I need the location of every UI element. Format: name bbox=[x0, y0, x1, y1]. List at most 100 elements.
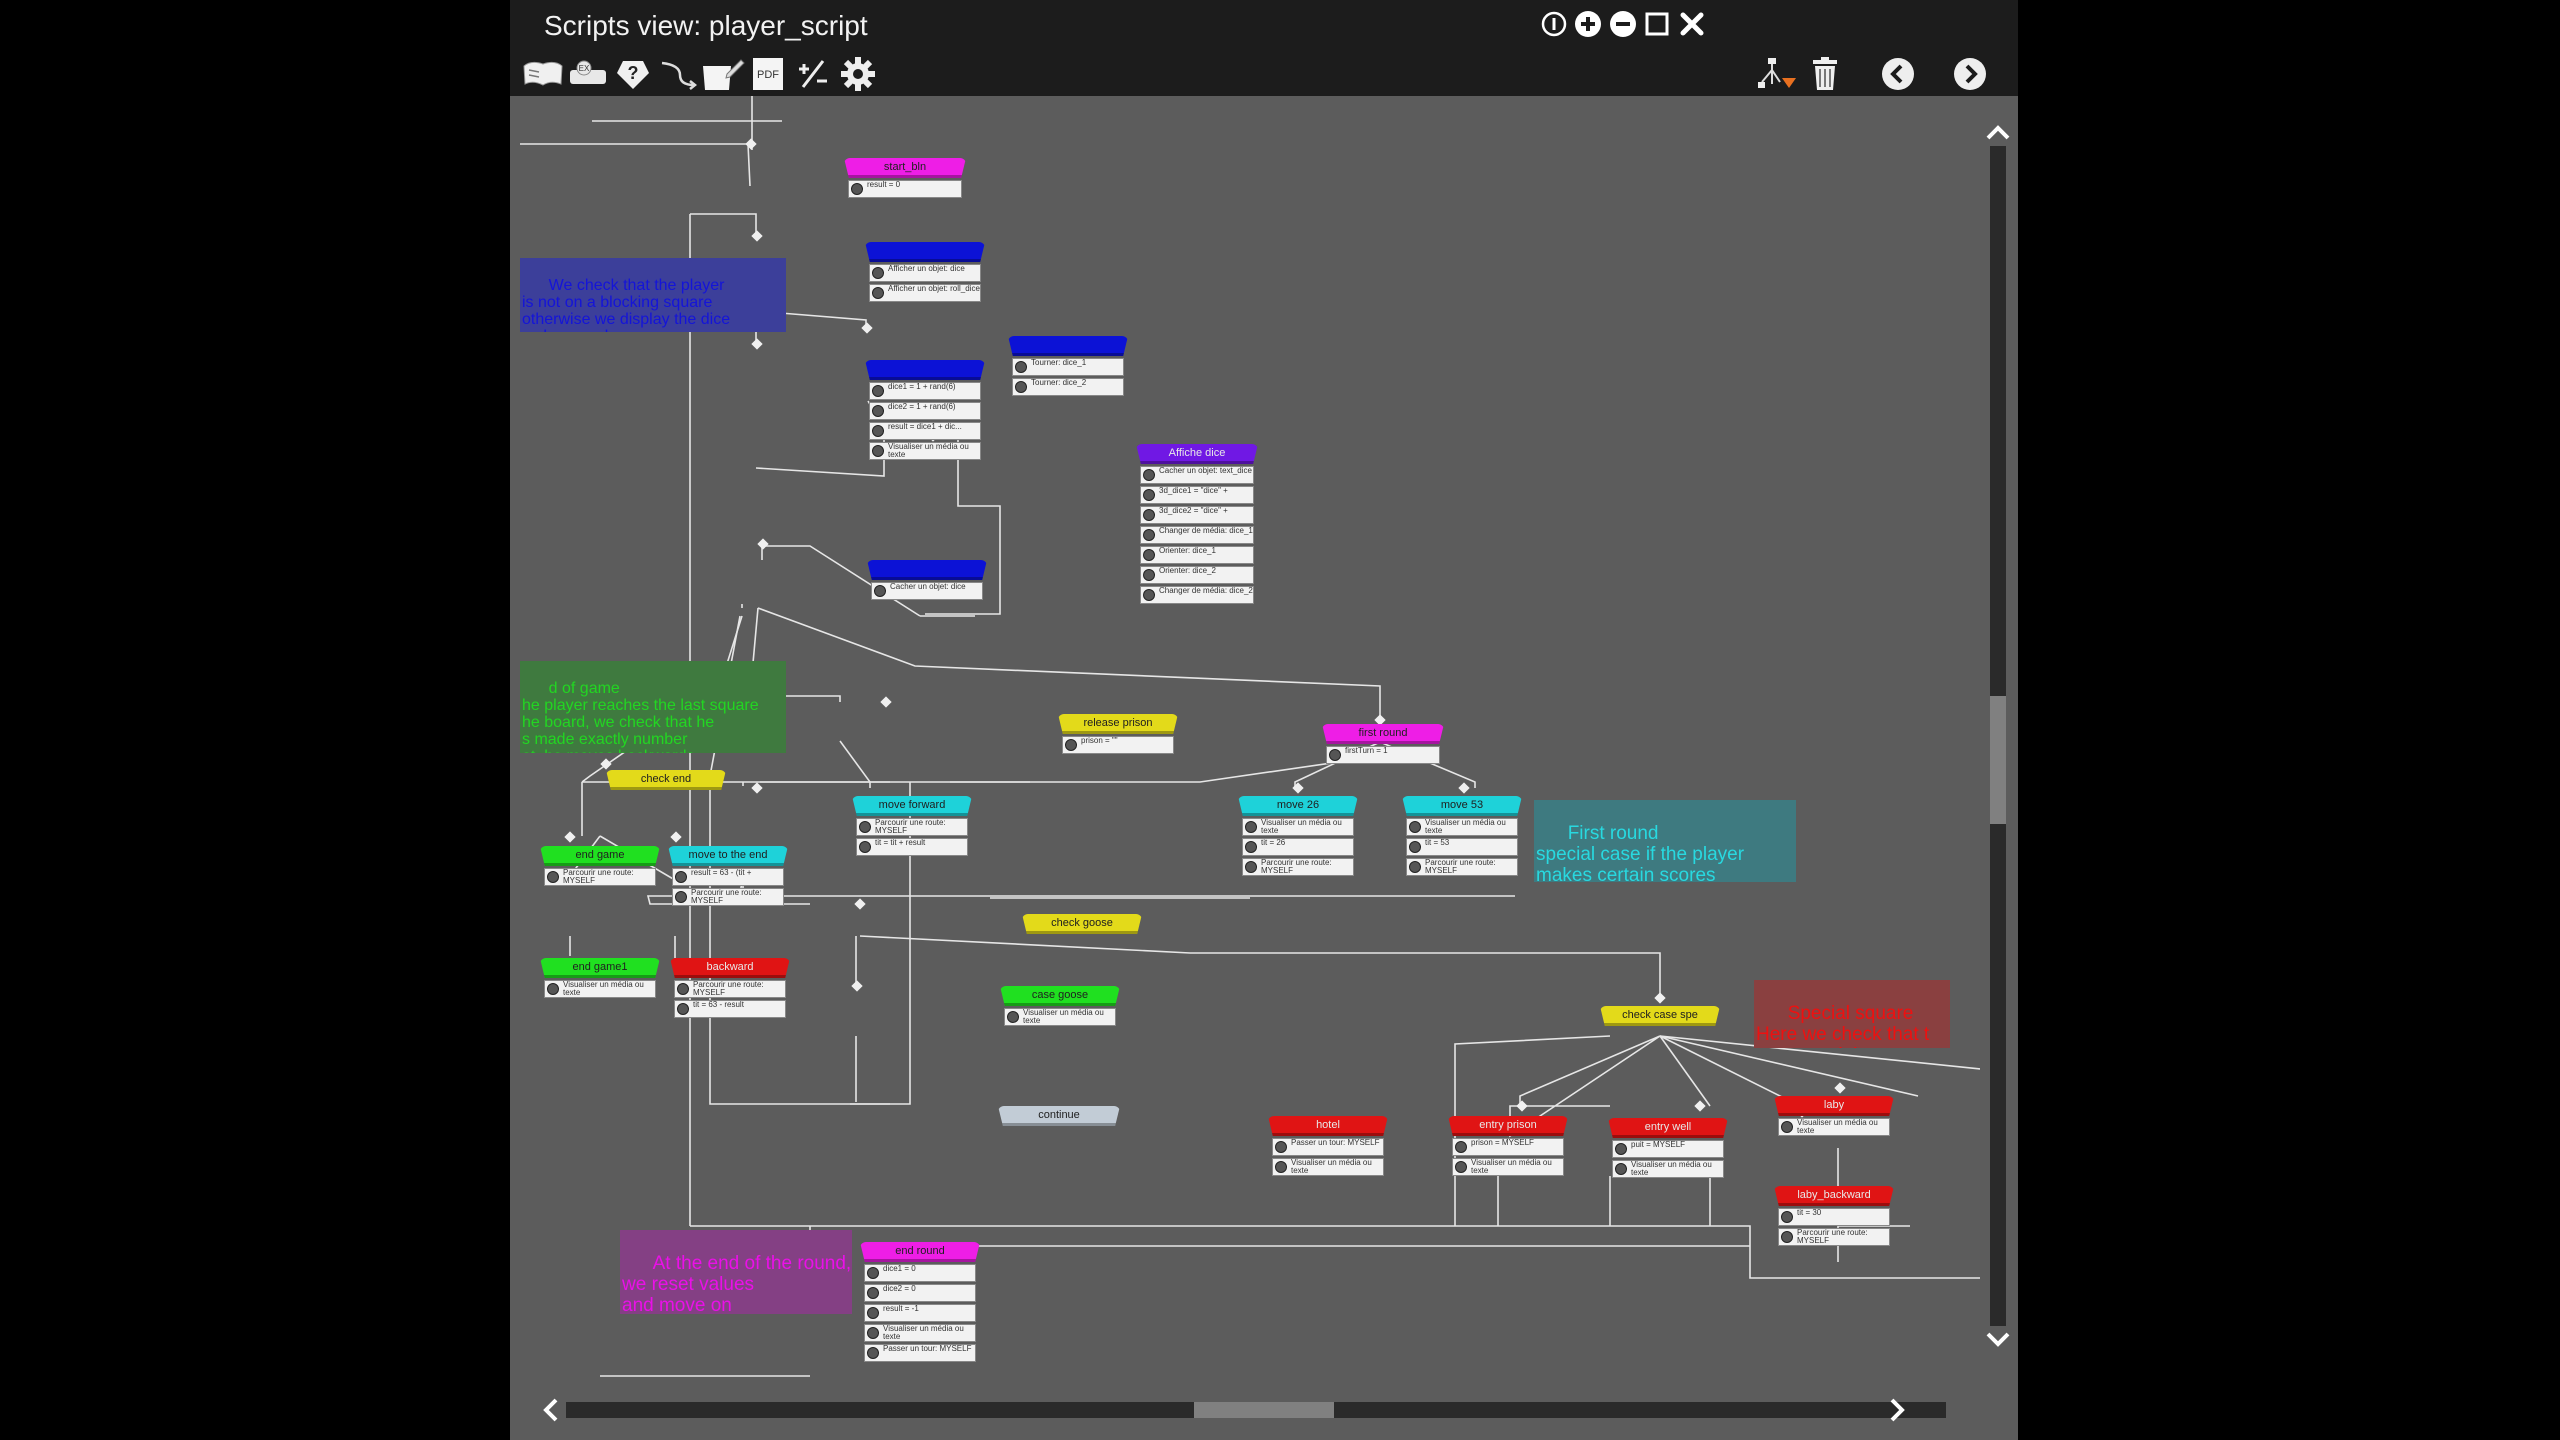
node-action-row[interactable]: firstTurn = 1 bbox=[1326, 746, 1440, 764]
plus-minus-icon[interactable] bbox=[790, 56, 836, 92]
node-action-row[interactable]: tit = 30 bbox=[1778, 1208, 1890, 1226]
node-title[interactable]: end game1 bbox=[540, 958, 660, 978]
node-action-row[interactable]: Visualiser un média ou texte bbox=[1272, 1158, 1384, 1176]
node-title[interactable] bbox=[1008, 336, 1128, 356]
previous-icon[interactable] bbox=[1875, 56, 1921, 92]
node-title[interactable]: case goose bbox=[1000, 986, 1120, 1006]
node-end-round[interactable]: end round dice1 = 0 dice2 = 0 result = -1 Vi… bbox=[860, 1242, 980, 1362]
node-action-row[interactable]: result = 63 - (tit + bbox=[672, 868, 784, 886]
node-action-row[interactable]: Visualiser un média ou texte bbox=[1778, 1118, 1890, 1136]
node-action-row[interactable]: dice2 = 1 + rand(6) bbox=[869, 402, 981, 420]
node-action-row[interactable]: dice1 = 0 bbox=[864, 1264, 976, 1282]
node-title[interactable]: start_bln bbox=[844, 158, 966, 178]
node-action-row[interactable]: Visualiser un média ou texte bbox=[544, 980, 656, 998]
node-release-prison[interactable]: release prison prison = "" bbox=[1058, 714, 1178, 754]
node-action-row[interactable]: Passer un tour: MYSELF bbox=[1272, 1138, 1384, 1156]
node-title[interactable] bbox=[865, 242, 985, 262]
zoom-out-icon[interactable] bbox=[1609, 10, 1637, 38]
node-action-row[interactable]: Cacher un objet: text_dice bbox=[1140, 466, 1254, 484]
node-entry-prison[interactable]: entry prison prison = MYSELF Visualiser un… bbox=[1448, 1116, 1568, 1176]
node-action-row[interactable]: Tourner: dice_1 bbox=[1012, 358, 1124, 376]
node-title[interactable]: hotel bbox=[1268, 1116, 1388, 1136]
node-move-to-the-end[interactable]: move to the end result = 63 - (tit + Parco… bbox=[668, 846, 788, 906]
node-check-goose[interactable]: check goose bbox=[1022, 914, 1142, 934]
node-action-row[interactable]: tit = 53 bbox=[1406, 838, 1518, 856]
node-action-row[interactable]: Orienter: dice_1 bbox=[1140, 546, 1254, 564]
node-action-row[interactable]: Visualiser un média ou texte bbox=[1242, 818, 1354, 836]
node-action-row[interactable]: result = dice1 + dic... bbox=[869, 422, 981, 440]
node-title[interactable]: check goose bbox=[1022, 914, 1142, 934]
node-action-row[interactable]: prison = MYSELF bbox=[1452, 1138, 1564, 1156]
node-action-row[interactable]: Visualiser un média ou texte bbox=[1452, 1158, 1564, 1176]
node-action-row[interactable]: Parcourir une route: MYSELF bbox=[674, 980, 786, 998]
node-action-row[interactable]: tit = 26 bbox=[1242, 838, 1354, 856]
close-icon[interactable] bbox=[1678, 10, 1706, 38]
node-title[interactable]: laby bbox=[1774, 1096, 1894, 1116]
edit-note-icon[interactable] bbox=[700, 56, 746, 92]
node-action-row[interactable]: Parcourir une route: MYSELF bbox=[856, 818, 968, 836]
node-title[interactable]: check end bbox=[606, 770, 726, 790]
node-action-row[interactable]: Changer de média: dice_2 bbox=[1140, 586, 1254, 604]
node-check-case-spe[interactable]: check case spe bbox=[1600, 1006, 1720, 1026]
node-action-row[interactable]: 3d_dice2 = "dice" + bbox=[1140, 506, 1254, 524]
node-action-row[interactable]: Parcourir une route: MYSELF bbox=[672, 888, 784, 906]
node-title[interactable]: entry well bbox=[1608, 1118, 1728, 1138]
node-title[interactable]: check case spe bbox=[1600, 1006, 1720, 1026]
node-action-row[interactable]: Tourner: dice_2 bbox=[1012, 378, 1124, 396]
node-action-row[interactable]: 3d_dice1 = "dice" + bbox=[1140, 486, 1254, 504]
node-action-row[interactable]: dice2 = 0 bbox=[864, 1284, 976, 1302]
node-action-row[interactable]: Cacher un objet: dice bbox=[871, 582, 983, 600]
note-end-of-round[interactable]: At the end of the round, we reset values… bbox=[620, 1230, 852, 1314]
node-title[interactable]: move 26 bbox=[1238, 796, 1358, 816]
node-title[interactable]: entry prison bbox=[1448, 1116, 1568, 1136]
node-action-row[interactable]: Changer de média: dice_1 bbox=[1140, 526, 1254, 544]
note-end-of-game[interactable]: d of game he player reaches the last squ… bbox=[520, 661, 786, 753]
script-canvas[interactable]: We check that the player is not on a blo… bbox=[510, 96, 1980, 1380]
node-title[interactable]: move to the end bbox=[668, 846, 788, 866]
node-action-row[interactable]: Parcourir une route: MYSELF bbox=[544, 868, 656, 886]
node-title[interactable]: first round bbox=[1322, 724, 1444, 744]
node-action-row[interactable]: result = -1 bbox=[864, 1304, 976, 1322]
next-icon[interactable] bbox=[1947, 56, 1993, 92]
node-action-row[interactable]: Parcourir une route: MYSELF bbox=[1406, 858, 1518, 876]
node-continue[interactable]: continue bbox=[998, 1106, 1120, 1126]
node-title[interactable]: end game bbox=[540, 846, 660, 866]
node-action-row[interactable]: Parcourir une route: MYSELF bbox=[1778, 1228, 1890, 1246]
node-action-row[interactable]: result = 0 bbox=[848, 180, 962, 198]
node-action-row[interactable]: Passer un tour: MYSELF bbox=[864, 1344, 976, 1362]
node-title[interactable]: release prison bbox=[1058, 714, 1178, 734]
horizontal-scrollbar[interactable] bbox=[510, 1390, 2018, 1430]
link-icon[interactable] bbox=[655, 56, 701, 92]
node-check-end[interactable]: check end bbox=[606, 770, 726, 790]
node-action-row[interactable]: prison = "" bbox=[1062, 736, 1174, 754]
node-title[interactable] bbox=[865, 360, 985, 380]
settings-icon[interactable] bbox=[835, 56, 881, 92]
node-action-row[interactable]: Visualiser un média ou texte bbox=[864, 1324, 976, 1342]
node-title[interactable]: Affiche dice bbox=[1136, 444, 1258, 464]
node-title[interactable]: end round bbox=[860, 1242, 980, 1262]
trash-icon[interactable] bbox=[1802, 56, 1848, 92]
help-icon[interactable]: ? bbox=[610, 56, 656, 92]
node-action-row[interactable]: Visualiser un média ou texte bbox=[1004, 1008, 1116, 1026]
node-action-row[interactable]: Visualiser un média ou texte bbox=[1406, 818, 1518, 836]
pdf-icon[interactable]: PDF bbox=[745, 56, 791, 92]
node-title[interactable] bbox=[867, 560, 987, 580]
node-action-row[interactable]: Parcourir une route: MYSELF bbox=[1242, 858, 1354, 876]
node-action-row[interactable]: tit = tit + result bbox=[856, 838, 968, 856]
expression-icon[interactable]: EX bbox=[565, 56, 611, 92]
node-title[interactable]: laby_backward bbox=[1774, 1186, 1894, 1206]
vertical-scrollbar[interactable] bbox=[1978, 96, 2018, 1380]
node-action-row[interactable]: tit = 63 - result bbox=[674, 1000, 786, 1018]
zoom-in-icon[interactable] bbox=[1574, 10, 1602, 38]
